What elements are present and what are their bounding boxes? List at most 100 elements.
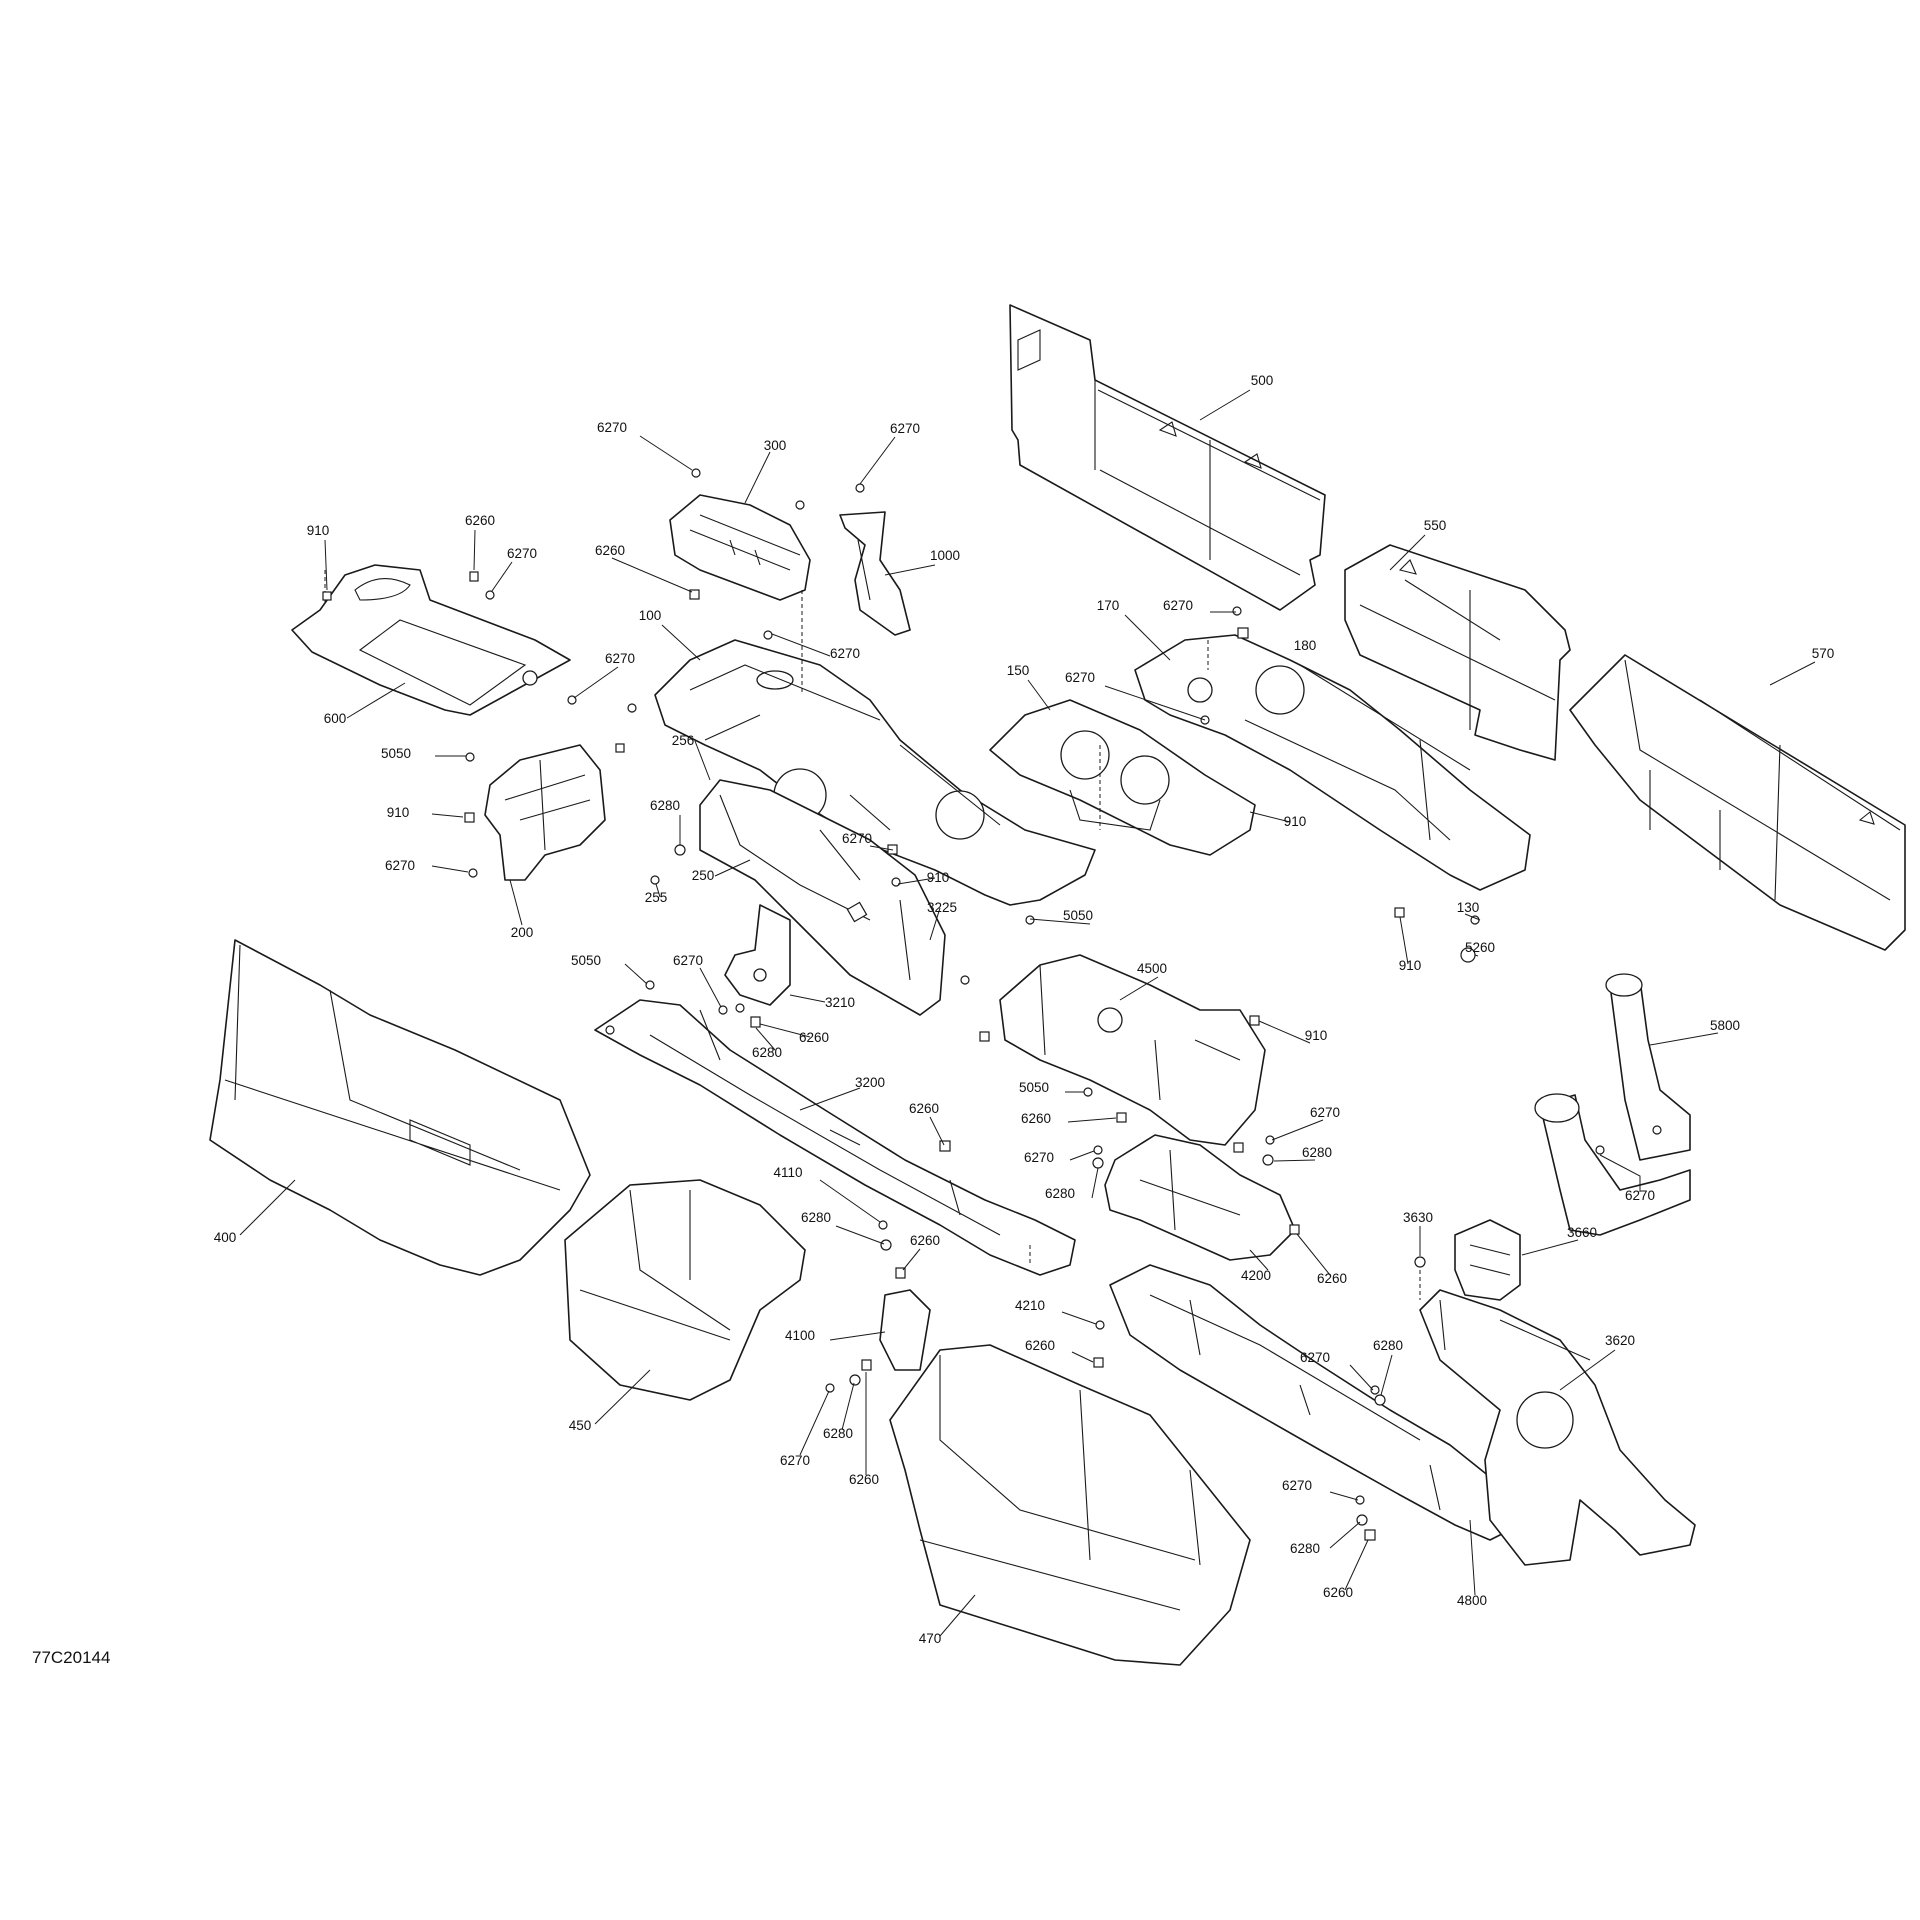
callout-label: 6270: [673, 953, 703, 968]
part-4200-bracket: [1104, 1134, 1296, 1261]
part-300-bracket: [669, 494, 811, 601]
callout-label: 6260: [1025, 1338, 1055, 1353]
callout-label: 5800: [1710, 1018, 1740, 1033]
callout-label: 3660: [1567, 1225, 1597, 1240]
diagram-reference-code: 77C20144: [32, 1648, 111, 1667]
callout-label: 3620: [1605, 1333, 1635, 1348]
callout-label: 6260: [1323, 1585, 1353, 1600]
part-400-panel: [209, 939, 591, 1276]
callout-label: 5050: [1063, 908, 1093, 923]
callout-label: 6270: [1065, 670, 1095, 685]
callout-label: 6270: [1282, 1478, 1312, 1493]
part-3660-module: [1454, 1219, 1521, 1301]
callout-label: 6270: [1310, 1105, 1340, 1120]
callout-label: 6270: [1300, 1350, 1330, 1365]
part-550-panel: [1344, 544, 1571, 761]
callout-label: 6280: [1302, 1145, 1332, 1160]
callout-label: 6270: [1163, 598, 1193, 613]
callout-label: 4100: [785, 1328, 815, 1343]
callout-label: 6260: [1021, 1111, 1051, 1126]
callout-label: 4110: [773, 1165, 802, 1180]
callout-label: 6270: [507, 546, 537, 561]
callout-label: 5050: [381, 746, 411, 761]
part-150-cupholder: [989, 699, 1256, 856]
callout-label: 400: [214, 1230, 237, 1245]
callout-label: 6270: [830, 646, 860, 661]
callout-label: 6260: [849, 1472, 879, 1487]
fasteners: [322, 468, 1662, 1541]
callout-label: 6260: [465, 513, 495, 528]
part-600-tray: [291, 564, 571, 716]
callout-label: 300: [764, 438, 787, 453]
callout-label: 3225: [927, 900, 957, 915]
callout-label: 5050: [571, 953, 601, 968]
callout-label: 6270: [1024, 1150, 1054, 1165]
callout-label: 910: [1305, 1028, 1328, 1043]
callout-label: 6280: [801, 1210, 831, 1225]
callout-label: 100: [639, 608, 662, 623]
callout-label: 1000: [930, 548, 960, 563]
callout-label: 470: [919, 1631, 942, 1646]
callout-label: 6270: [780, 1453, 810, 1468]
callout-label: 6270: [1625, 1188, 1655, 1203]
part-570-panel: [1569, 654, 1906, 951]
callout-label: 450: [569, 1418, 592, 1433]
callout-label: 6260: [909, 1101, 939, 1116]
callout-label: 910: [1399, 958, 1422, 973]
callout-label: 6280: [1373, 1338, 1403, 1353]
callout-label: 6260: [910, 1233, 940, 1248]
part-3210-plate: [724, 904, 791, 1006]
callout-label: 170: [1097, 598, 1120, 613]
part-4500-housing: [999, 954, 1266, 1146]
callout-label: 6270: [597, 420, 627, 435]
callout-label: 6260: [595, 543, 625, 558]
callout-label: 910: [307, 523, 330, 538]
callout-label: 570: [1812, 646, 1835, 661]
callout-label: 6270: [842, 831, 872, 846]
part-250-bracket: [699, 779, 946, 1016]
callout-label: 130: [1457, 900, 1480, 915]
callout-labels: 6270 300 6270 910 6260 6270 6260 1000 100 6270 627…: [214, 373, 1835, 1646]
callout-label: 4500: [1137, 961, 1167, 976]
part-170-console: [1134, 634, 1531, 891]
callout-label: 3210: [825, 995, 855, 1010]
callout-label: 256: [672, 733, 695, 748]
callout-label: 3200: [855, 1075, 885, 1090]
part-500-panel: [1009, 304, 1326, 611]
part-4100-bracket: [879, 1289, 931, 1371]
callout-label: 6270: [385, 858, 415, 873]
part-3620-tunnel: [1419, 1289, 1696, 1566]
callout-label: 6280: [1045, 1186, 1075, 1201]
callout-label: 200: [511, 925, 534, 940]
callout-label: 5050: [1019, 1080, 1049, 1095]
callout-label: 4800: [1457, 1593, 1487, 1608]
callout-label: 4210: [1015, 1298, 1045, 1313]
callout-label: 6280: [823, 1426, 853, 1441]
callout-label: 6280: [650, 798, 680, 813]
callout-label: 6270: [605, 651, 635, 666]
callout-label: 910: [927, 870, 950, 885]
callout-label: 6280: [752, 1045, 782, 1060]
callout-label: 3630: [1403, 1210, 1433, 1225]
callout-label: 6270: [890, 421, 920, 436]
part-5800-handles: [1534, 973, 1691, 1236]
callout-label: 6280: [1290, 1541, 1320, 1556]
callout-label: 500: [1251, 373, 1274, 388]
callout-label: 6260: [799, 1030, 829, 1045]
part-3200-rail: [594, 999, 1076, 1276]
callout-label: 550: [1424, 518, 1447, 533]
part-200-support: [484, 744, 606, 881]
callout-label: 4200: [1241, 1268, 1271, 1283]
callout-label: 910: [387, 805, 410, 820]
part-1000-trim: [839, 511, 911, 636]
callout-label: 910: [1284, 814, 1307, 829]
callout-label: 5260: [1465, 940, 1495, 955]
leader-lines: [239, 389, 1816, 1637]
callout-label: 250: [692, 868, 715, 883]
callout-label: 600: [324, 711, 347, 726]
callout-label: 6260: [1317, 1271, 1347, 1286]
part-450-panel: [564, 1179, 806, 1401]
callout-label: 150: [1007, 663, 1030, 678]
callout-label: 180: [1294, 638, 1317, 653]
